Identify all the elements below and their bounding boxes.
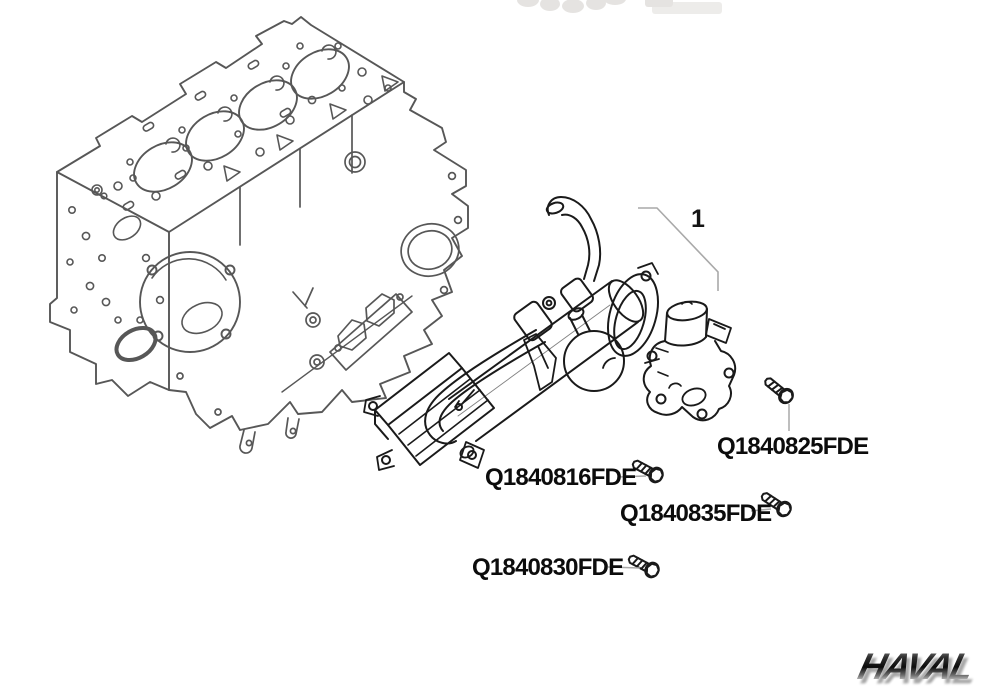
callout-leader-line	[638, 207, 719, 291]
callout-1[interactable]: 1	[691, 205, 705, 233]
block-skirt	[176, 372, 300, 454]
logo-shadow-text: HAVAL	[858, 650, 980, 691]
cooler-u-pipe	[424, 329, 546, 445]
watermark	[517, 0, 722, 14]
timing-cover-boss	[114, 251, 241, 363]
bolt-icon-q1840825	[760, 373, 797, 407]
part-number-label-q1840835fde[interactable]: Q1840835FDE	[620, 500, 772, 527]
left-face-details	[66, 184, 165, 324]
cooler-core-box	[363, 352, 495, 471]
bolt-icon-q1840830	[624, 550, 663, 581]
haval-logo: HAVAL HAVAL	[826, 644, 998, 694]
egr-actuator	[563, 307, 625, 392]
engine-block-drawing	[49, 16, 469, 454]
logo-text: HAVAL	[854, 646, 976, 687]
part-number-label-q1840830fde[interactable]: Q1840830FDE	[472, 554, 624, 581]
inlet-pipe	[545, 196, 602, 282]
part-number-label-q1840825fde[interactable]: Q1840825FDE	[717, 433, 869, 460]
label-pointer-lines	[607, 404, 790, 569]
part-number-label-q1840816fde[interactable]: Q1840816FDE	[485, 464, 637, 491]
egr-assembly-drawing	[363, 196, 797, 581]
egr-valve-drawing	[642, 300, 737, 422]
cylinder-bores	[133, 48, 350, 193]
right-face-details	[239, 114, 463, 393]
tube-collars	[513, 277, 594, 391]
egr-cooler-tube	[448, 279, 645, 442]
deck-holes	[100, 42, 399, 211]
